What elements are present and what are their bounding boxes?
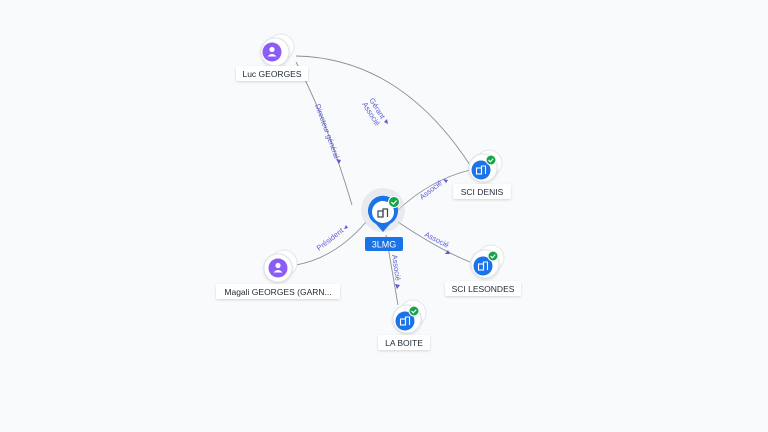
edge-arrows bbox=[336, 119, 450, 289]
edge-center-lesondes bbox=[397, 221, 471, 263]
edge-label-president: Président bbox=[315, 225, 346, 252]
node-label: SCI LESONDES bbox=[452, 284, 515, 294]
arrow-icon bbox=[445, 250, 450, 254]
node-la-boite[interactable]: LA BOITE bbox=[378, 299, 430, 350]
edge-center-denis bbox=[397, 169, 471, 211]
edge-magali-center bbox=[295, 221, 367, 266]
node-sci-denis[interactable]: SCI DENIS bbox=[453, 149, 511, 199]
edge-label-directeur-general: Directeur général bbox=[313, 103, 341, 160]
node-luc-georges[interactable]: Luc GEORGES bbox=[236, 33, 308, 81]
arrow-icon bbox=[384, 119, 388, 124]
verified-check-icon bbox=[408, 305, 420, 317]
node-label: Magali GEORGES (GARN... bbox=[224, 287, 331, 297]
verified-check-icon bbox=[388, 196, 400, 208]
person-icon bbox=[267, 46, 277, 57]
edge-label-associe-laboite: Associé bbox=[390, 254, 403, 281]
edges bbox=[295, 55, 471, 306]
building-icon bbox=[477, 261, 489, 271]
verified-check-icon bbox=[487, 250, 499, 262]
node-magali-georges[interactable]: Magali GEORGES (GARN... bbox=[216, 249, 340, 299]
arrow-icon bbox=[443, 179, 448, 183]
arrow-icon bbox=[344, 225, 348, 229]
arrow-icon bbox=[395, 284, 400, 289]
node-label: LA BOITE bbox=[385, 338, 423, 348]
person-icon bbox=[273, 262, 283, 273]
building-icon bbox=[377, 208, 389, 218]
arrow-icon bbox=[336, 159, 341, 164]
verified-check-icon bbox=[485, 154, 497, 166]
node-label: SCI DENIS bbox=[461, 187, 504, 197]
building-icon bbox=[475, 165, 487, 175]
edge-label-associe-denis: Associé bbox=[418, 178, 444, 201]
node-label: 3LMG bbox=[372, 240, 397, 250]
building-icon bbox=[399, 316, 411, 326]
node-label: Luc GEORGES bbox=[242, 69, 301, 79]
edge-label-associe-lesondes: Associé bbox=[423, 230, 450, 250]
center-label-box bbox=[365, 237, 403, 251]
edge-luc-denis bbox=[295, 55, 471, 166]
node-sci-lesondes[interactable]: SCI LESONDES bbox=[445, 244, 521, 296]
node-center-3lmg[interactable]: 3LMG bbox=[361, 188, 405, 251]
